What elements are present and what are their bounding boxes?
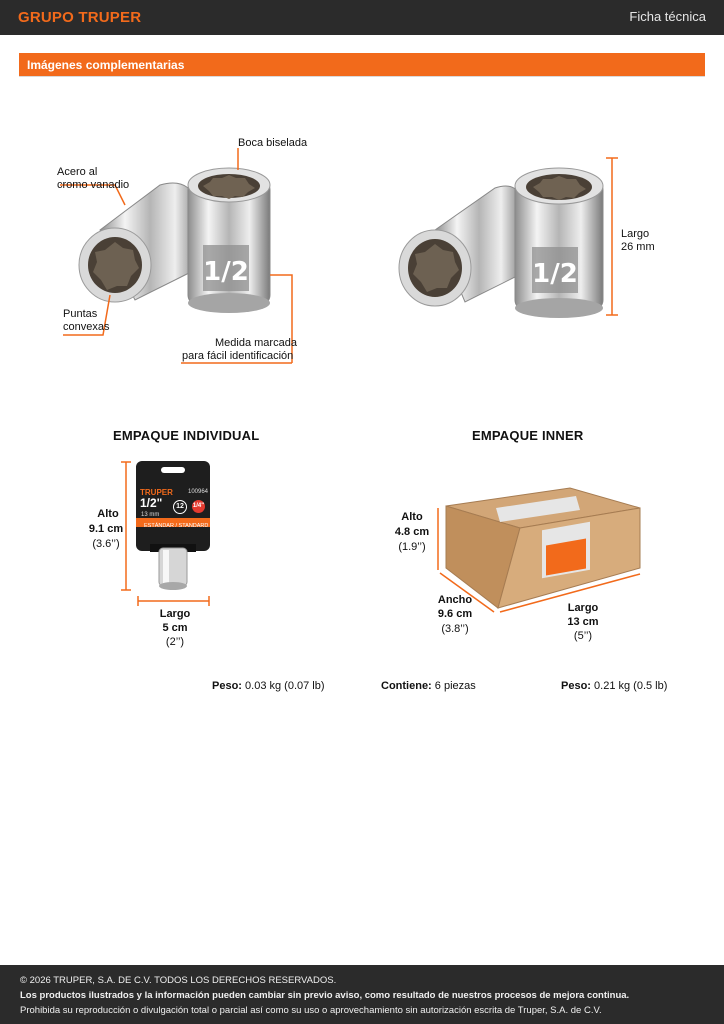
inner-largo-label: Largo (567, 602, 599, 614)
contiene-value: 6 piezas (434, 680, 476, 692)
footer-prohibition: Prohibida su reproducción o divulgación … (20, 1005, 602, 1016)
individual-package-image (121, 461, 210, 606)
section-bar: Imágenes complementarias (19, 53, 705, 77)
document-type: Ficha técnica (629, 9, 706, 24)
inner-ancho-label: Ancho (437, 594, 473, 606)
individual-alto-in: (3.6’’) (92, 538, 120, 550)
contiene-label: Contiene: (381, 680, 432, 692)
dimension-largo-value: 26 mm (621, 241, 655, 253)
section-title: Imágenes complementarias (27, 58, 185, 72)
individual-largo-in: (2’’) (165, 636, 185, 648)
footer-copyright: © 2026 TRUPER, S.A. DE C.V. TODOS LOS DE… (20, 975, 337, 986)
dimension-largo-label: Largo (621, 228, 650, 240)
callout-medida-line2: para fácil identificación (182, 350, 294, 362)
individual-alto-label: Alto (97, 508, 119, 520)
brand-logo: GRUPO TRUPER (18, 9, 142, 26)
socket-pair-image: 1/2 (60, 148, 293, 364)
inner-ancho-cm: 9.6 cm (437, 608, 473, 620)
peso-inner: Peso: 0.21 kg (0.5 lb) (561, 680, 667, 693)
individual-largo-cm: 5 cm (162, 622, 188, 634)
top-bar: GRUPO TRUPER Ficha técnica (0, 0, 724, 35)
card-points-badge: 12 (173, 500, 187, 514)
inner-largo-in: (5’’) (573, 630, 593, 642)
socket-size-marking: 1/2 (203, 257, 249, 287)
peso-individual-value: 0.03 kg (0.07 lb) (245, 680, 325, 692)
socket-size-marking-2: 1/2 (532, 259, 578, 289)
card-size: 1/2" (140, 496, 163, 510)
card-standard: ESTÁNDAR / STANDARD (144, 523, 209, 529)
inner-package-heading: EMPAQUE INNER (472, 428, 584, 443)
individual-largo-label: Largo (159, 608, 191, 620)
contiene: Contiene: 6 piezas (381, 680, 476, 693)
card-brand: TRUPER (140, 488, 173, 497)
peso-inner-value: 0.21 kg (0.5 lb) (594, 680, 668, 692)
callout-boca-biselada: Boca biselada (238, 137, 308, 149)
inner-ancho-in: (3.8’’) (441, 623, 469, 635)
inner-alto-label: Alto (401, 511, 423, 523)
inner-alto-in: (1.9’’) (398, 541, 426, 553)
callout-puntas-line1: Puntas (63, 308, 98, 320)
peso-individual-label: Peso: (212, 680, 242, 692)
card-code: 100964 (188, 489, 209, 495)
card-drive-badge: 1/4" (192, 500, 205, 513)
inner-box-image (437, 487, 641, 613)
footer-notice: Los productos ilustrados y la informació… (20, 990, 630, 1001)
socket-pair-length-image: 1/2 (398, 157, 618, 318)
inner-largo-cm: 13 cm (567, 616, 599, 628)
individual-package-heading: EMPAQUE INDIVIDUAL (113, 428, 260, 443)
peso-individual: Peso: 0.03 kg (0.07 lb) (212, 680, 325, 693)
peso-inner-label: Peso: (561, 680, 591, 692)
inner-alto-cm: 4.8 cm (394, 526, 430, 538)
callout-puntas-line2: convexas (63, 321, 110, 333)
callout-acero-line2: cromo vanadio (57, 179, 130, 191)
card-size-mm: 13 mm (141, 512, 160, 518)
callout-acero-line1: Acero al (57, 166, 98, 178)
individual-alto-cm: 9.1 cm (88, 523, 124, 535)
footer: © 2026 TRUPER, S.A. DE C.V. TODOS LOS DE… (0, 965, 724, 1024)
callout-medida-line1: Medida marcada (215, 337, 297, 349)
